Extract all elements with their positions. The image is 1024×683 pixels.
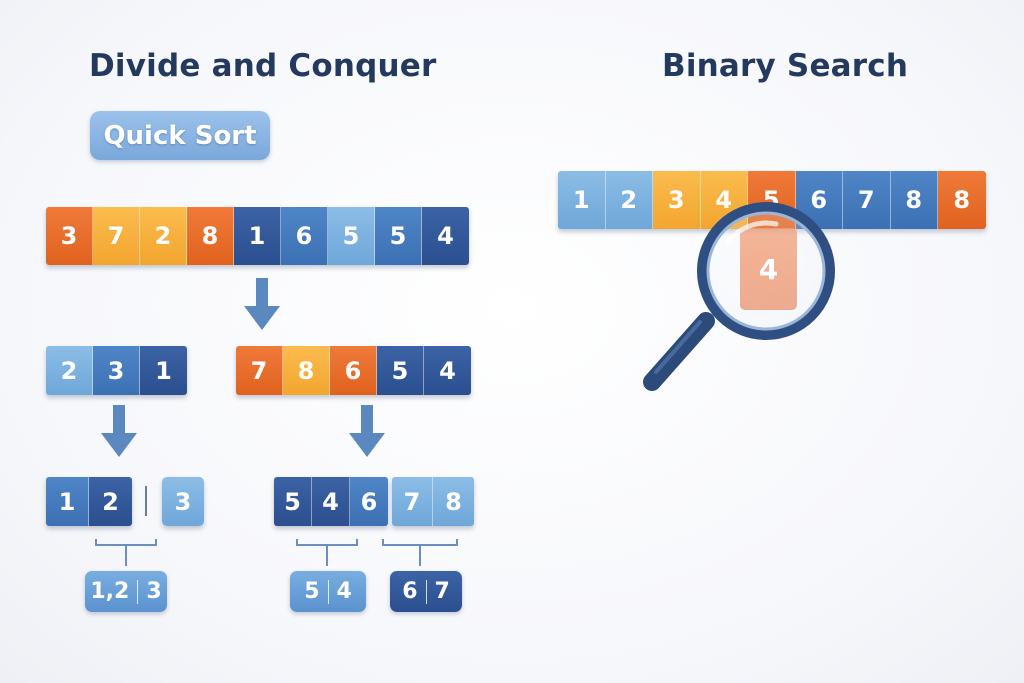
array-cell: 2 <box>46 346 93 395</box>
magnifying-glass-icon <box>643 202 835 391</box>
down-arrow-icon <box>101 405 137 457</box>
array-cell: 4 <box>312 477 350 526</box>
array-cell: 5 <box>328 207 375 265</box>
array-cell: 7 <box>843 171 891 229</box>
array-cell: 1 <box>140 346 187 395</box>
array-cell: 2 <box>140 207 187 265</box>
array-cell: 1 <box>46 477 89 526</box>
array-cell: 8 <box>283 346 330 395</box>
array-cell: 5 <box>377 346 424 395</box>
array-cell: 7 <box>93 207 140 265</box>
array-cell: 3 <box>162 477 204 526</box>
result-value: 5 <box>304 579 320 604</box>
array-cell: 6 <box>281 207 328 265</box>
binary-search-title: Binary Search <box>662 48 909 84</box>
array-cell: 6 <box>350 477 388 526</box>
result-value: 4 <box>336 579 352 604</box>
divide-and-conquer-title: Divide and Conquer <box>89 48 437 84</box>
merge-bracket <box>296 539 358 566</box>
array-cell: 3 <box>93 346 140 395</box>
down-arrow-icon <box>349 405 385 457</box>
result-value: 7 <box>434 579 450 604</box>
array-cell: 7 <box>392 477 433 526</box>
array-cell: 3 <box>46 207 93 265</box>
array-cell: 4 <box>422 207 469 265</box>
array-cell: 1 <box>234 207 281 265</box>
left-subarray-b: 3 <box>162 477 204 526</box>
merge-bracket <box>95 539 157 566</box>
array-cell: 8 <box>433 477 474 526</box>
array-cell: 6 <box>330 346 377 395</box>
array-cell: 5 <box>274 477 312 526</box>
result-value: 1,2 <box>90 579 130 604</box>
array-cell: 8 <box>938 171 986 229</box>
array-cell: 1 <box>558 171 606 229</box>
array-cell: 4 <box>424 346 471 395</box>
array-cell: 5 <box>375 207 422 265</box>
partition-separator <box>145 486 147 516</box>
down-arrow-icon <box>244 278 280 330</box>
array-cell: 7 <box>236 346 283 395</box>
array-cell: 8 <box>187 207 234 265</box>
array-cell: 8 <box>890 171 938 229</box>
result-value: 6 <box>402 579 418 604</box>
result-value: 3 <box>146 579 162 604</box>
array-cell: 2 <box>605 171 653 229</box>
merge-bracket <box>382 539 458 566</box>
quick-sort-badge: Quick Sort <box>90 111 270 160</box>
array-cell: 2 <box>89 477 132 526</box>
array-cell: 6 <box>795 171 843 229</box>
array-cell: 3 <box>653 171 701 229</box>
